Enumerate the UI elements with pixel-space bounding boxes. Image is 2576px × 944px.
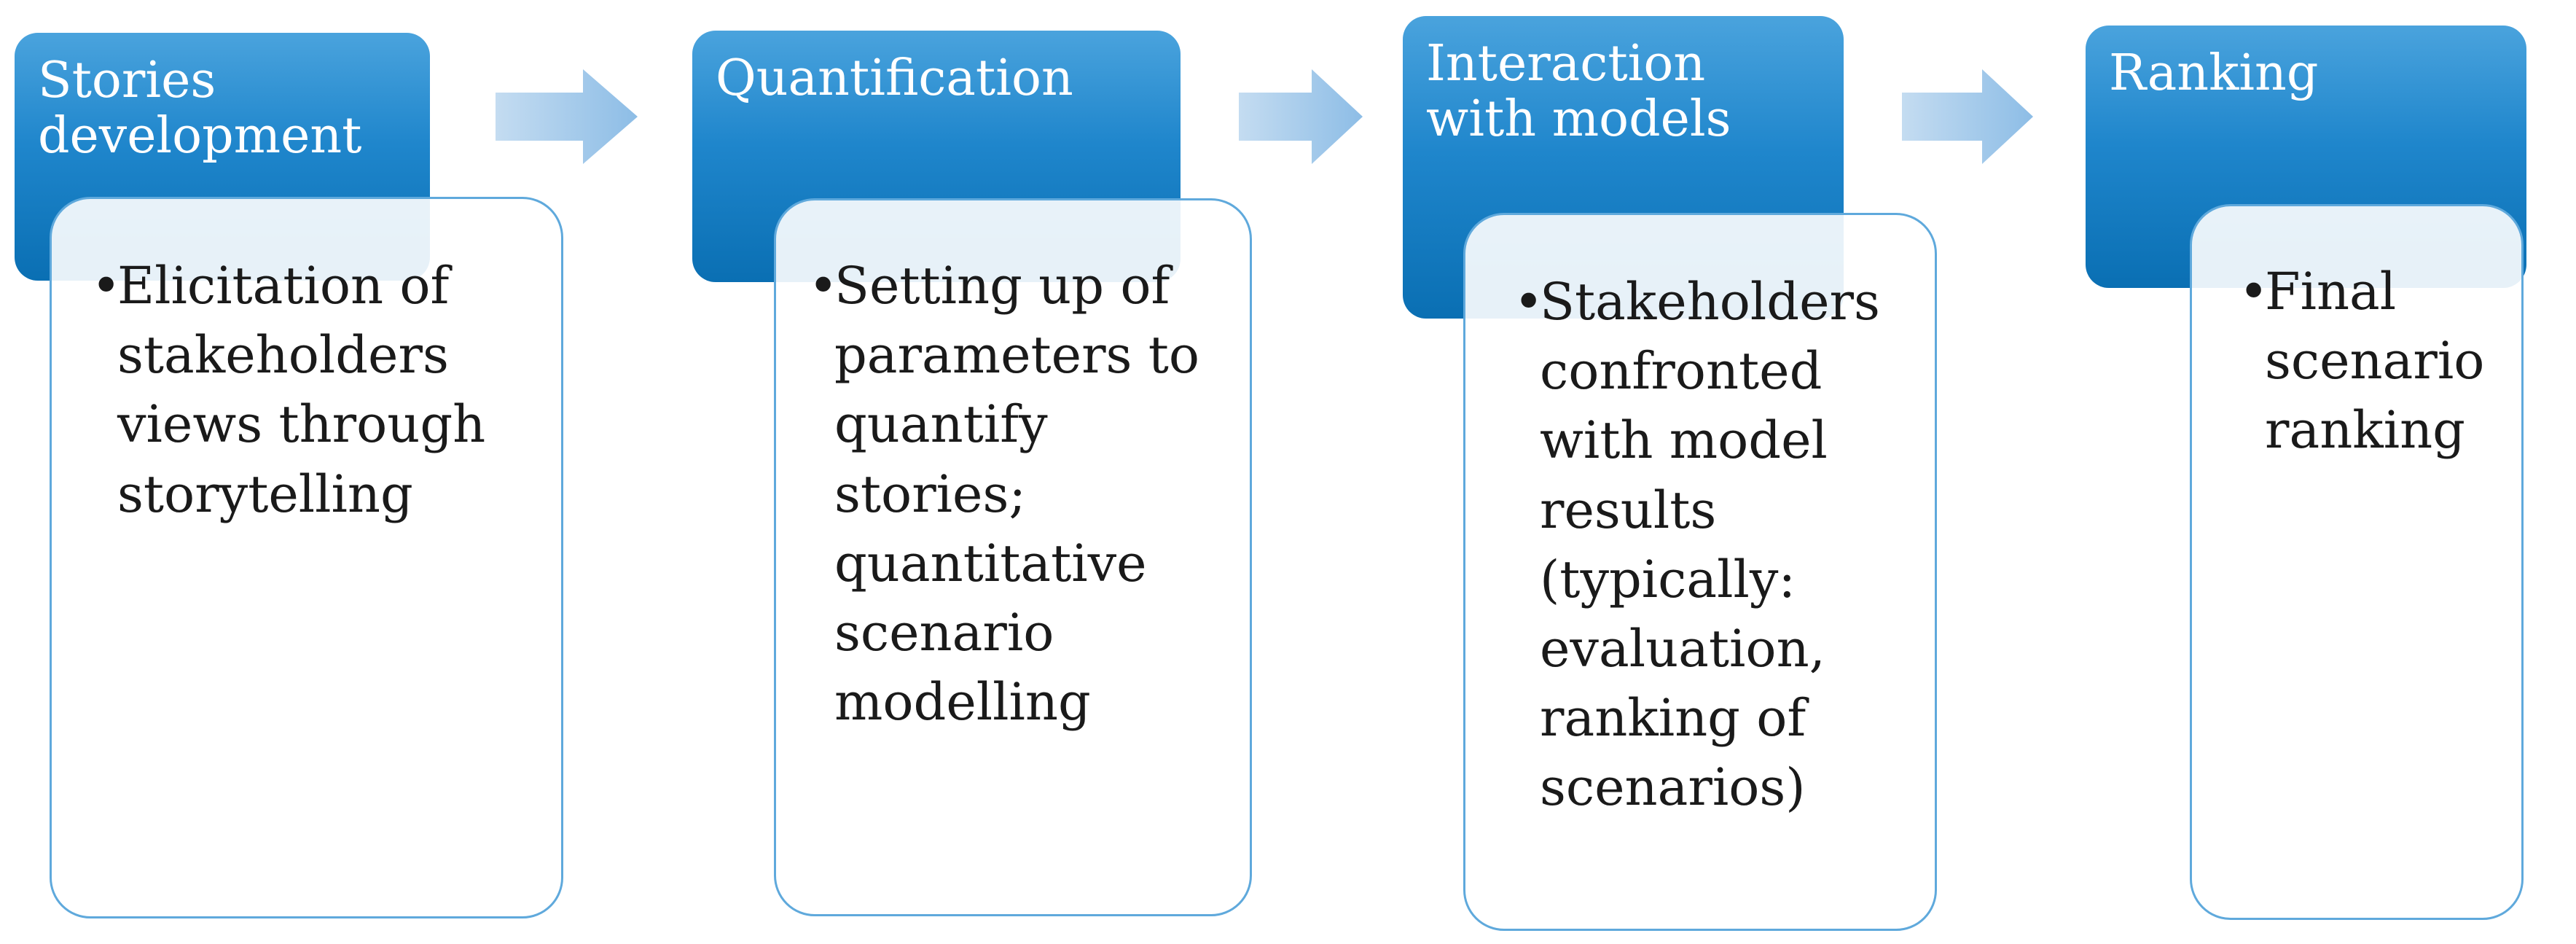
step-2-bullet-item: • Setting up of parameters to quantify s… xyxy=(808,251,1235,737)
step-4-title: Ranking xyxy=(2109,44,2319,102)
step-3-bullet-text: Stakeholders confronted with model resul… xyxy=(1540,272,1880,818)
step-4-card: • Final scenario ranking xyxy=(2190,204,2524,920)
step-2-card: • Setting up of parameters to quantify s… xyxy=(774,198,1252,916)
step-2-title: Quantification xyxy=(716,50,1073,107)
bullet-dot-icon: • xyxy=(2239,262,2269,321)
arrow-right-icon xyxy=(496,69,638,164)
step-3-title: Interaction with models xyxy=(1426,35,1731,149)
step-1-card: • Elicitation of stakeholders views thro… xyxy=(50,197,563,918)
bullet-dot-icon: • xyxy=(91,256,122,316)
arrow-right-icon xyxy=(1902,69,2033,164)
step-2-bullet-text: Setting up of parameters to quantify sto… xyxy=(834,256,1200,733)
step-3-bullet-item: • Stakeholders confronted with model res… xyxy=(1514,268,1920,823)
step-1-bullet-text: Elicitation of stakeholders views throug… xyxy=(117,256,486,524)
bullet-dot-icon: • xyxy=(1514,272,1544,332)
bullet-dot-icon: • xyxy=(808,256,839,316)
step-3-card: • Stakeholders confronted with model res… xyxy=(1463,213,1937,931)
step-4-bullet-item: • Final scenario ranking xyxy=(2239,257,2507,466)
step-4-bullet-text: Final scenario ranking xyxy=(2265,262,2485,461)
step-1-bullet-item: • Elicitation of stakeholders views thro… xyxy=(91,251,539,529)
arrow-right-icon xyxy=(1239,69,1363,164)
step-1-title: Stories development xyxy=(38,52,362,165)
